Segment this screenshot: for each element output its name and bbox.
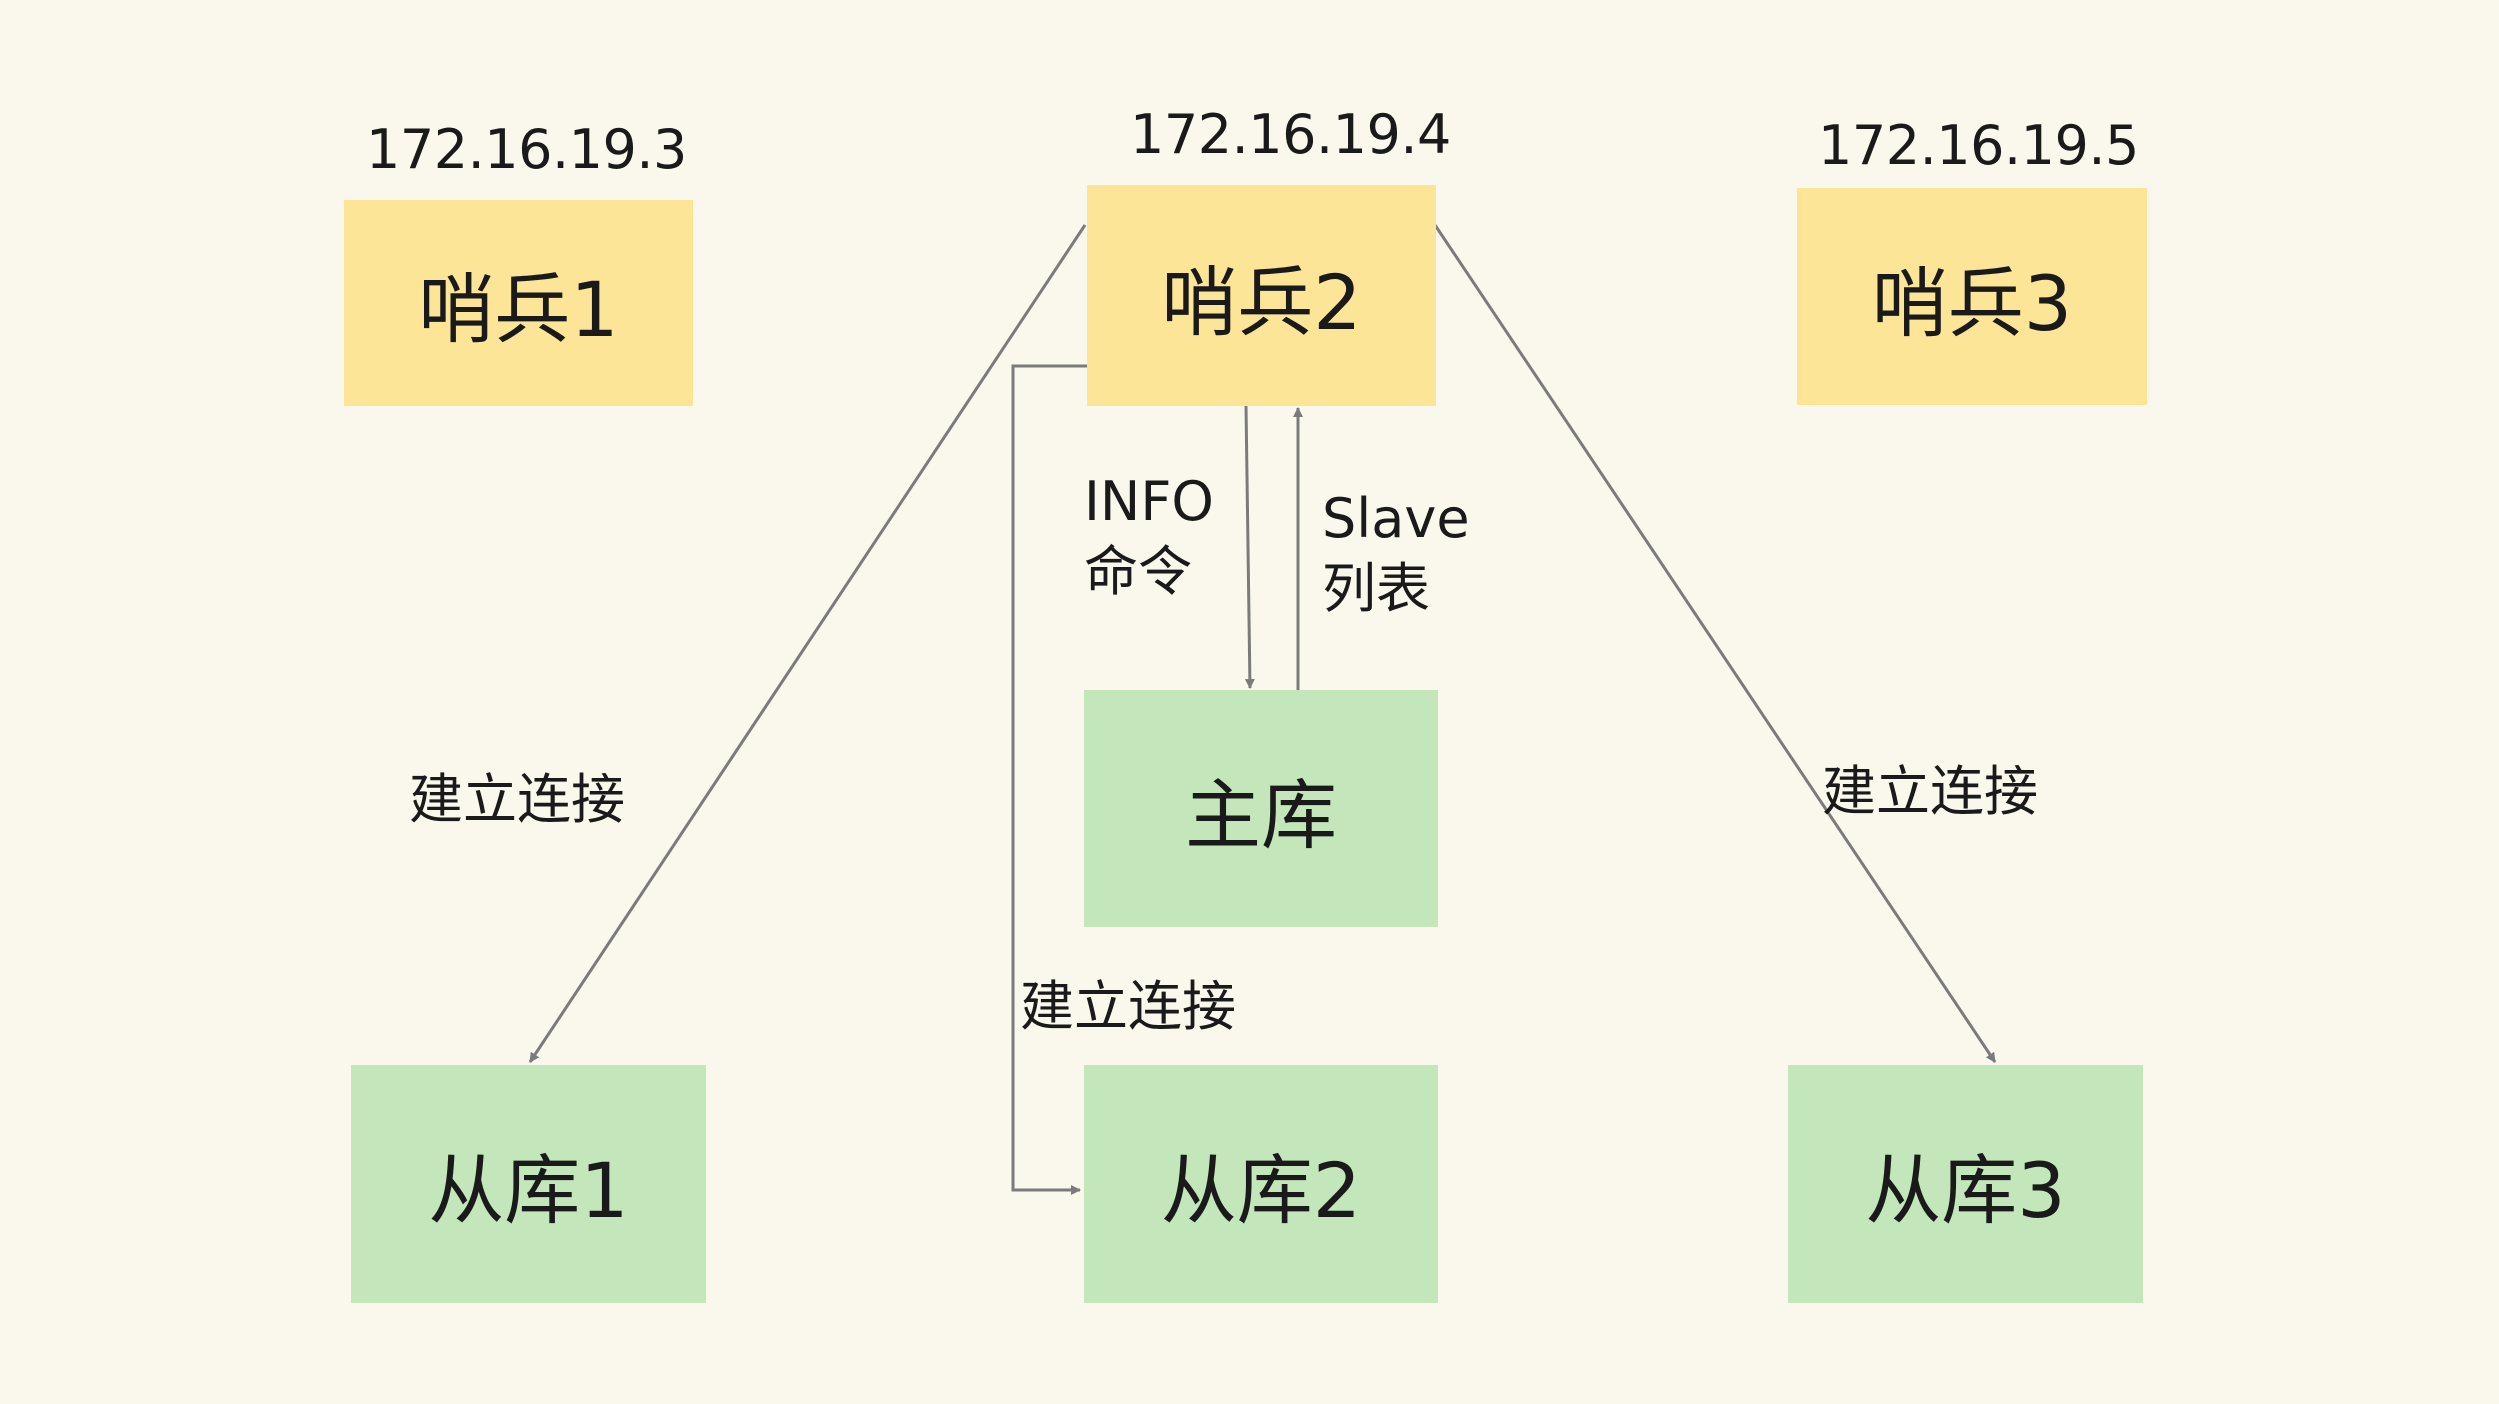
slave-list-line2: 列表 xyxy=(1322,557,1430,620)
sentinel2-ip: 172.16.19.4 xyxy=(1130,103,1451,166)
info-command-line2: 命令 xyxy=(1084,540,1192,603)
info-command-label: INFO 命令 xyxy=(1084,467,1214,607)
sentinel3-ip: 172.16.19.5 xyxy=(1818,114,2139,177)
replica-1: 从库1 xyxy=(351,1065,706,1303)
connect-replica2-label: 建立连接 xyxy=(1020,975,1236,1038)
connect-replica1-label: 建立连接 xyxy=(409,768,625,831)
replica-3: 从库3 xyxy=(1788,1065,2143,1303)
slave-list-line1: Slave xyxy=(1322,487,1470,550)
replica-2: 从库2 xyxy=(1084,1065,1438,1303)
sentinel1-ip: 172.16.19.3 xyxy=(366,118,687,181)
sentinel-3: 哨兵3 xyxy=(1797,188,2147,405)
connect-replica3-label: 建立连接 xyxy=(1822,760,2038,823)
info-command-line1: INFO xyxy=(1084,470,1214,533)
master-db: 主库 xyxy=(1084,690,1438,927)
sentinel-2: 哨兵2 xyxy=(1087,185,1436,406)
edge-sentinel2-to-replica3 xyxy=(1433,224,1997,1063)
edge-sentinel2-to-replica2 xyxy=(1011,364,1087,1195)
edge-sentinel2-to-replica1 xyxy=(528,224,1087,1063)
sentinel-1: 哨兵1 xyxy=(344,200,693,406)
slave-list-label: Slave 列表 xyxy=(1322,484,1470,624)
edge-info-command xyxy=(1244,405,1255,689)
